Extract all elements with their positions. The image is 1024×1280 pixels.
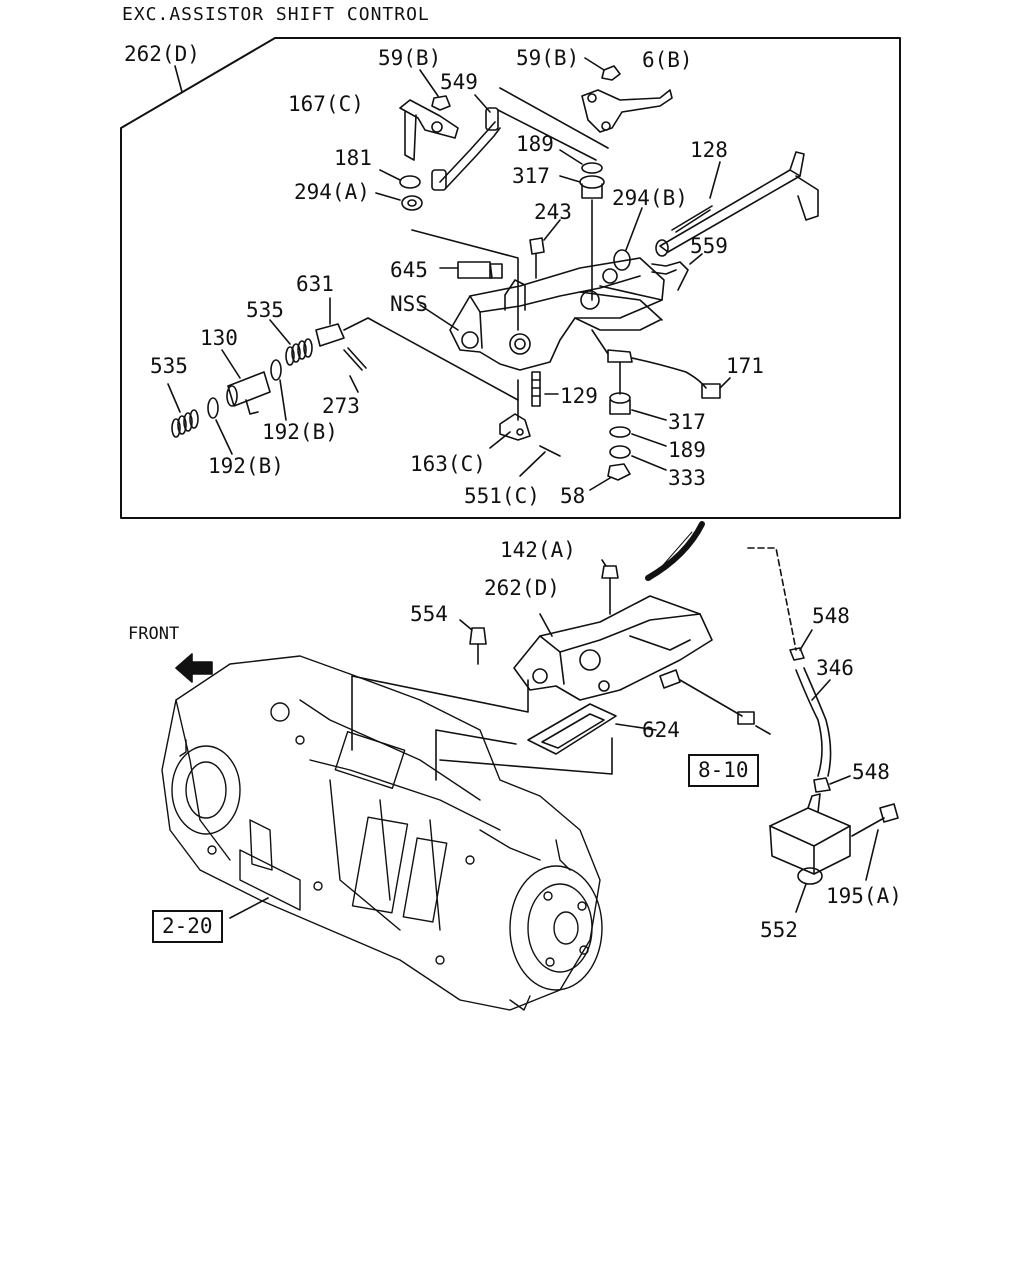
bolt-243 bbox=[529, 219, 561, 279]
oring-189-bottom bbox=[609, 426, 631, 438]
callout-130: 130 bbox=[200, 326, 238, 350]
bracket-552 bbox=[769, 793, 851, 913]
nut-59b-right bbox=[584, 57, 621, 81]
switch-645 bbox=[439, 261, 503, 279]
callout-535-lower: 535 bbox=[150, 354, 188, 378]
bushing-294a bbox=[401, 195, 423, 211]
callout-192b-lower: 192(B) bbox=[208, 454, 284, 478]
sensor-171 bbox=[591, 329, 731, 399]
callout-142a: 142(A) bbox=[500, 538, 576, 562]
callout-333: 333 bbox=[668, 466, 706, 490]
callout-128: 128 bbox=[690, 138, 728, 162]
callout-548-lower: 548 bbox=[852, 760, 890, 784]
bushing-317-top bbox=[579, 175, 605, 199]
rod-549 bbox=[431, 94, 501, 191]
callout-294b: 294(B) bbox=[612, 186, 688, 210]
page-title: EXC.ASSISTOR SHIFT CONTROL bbox=[122, 4, 430, 25]
clip-548-upper bbox=[789, 647, 805, 661]
callout-273: 273 bbox=[322, 394, 360, 418]
callout-58: 58 bbox=[560, 484, 586, 508]
callout-243: 243 bbox=[534, 200, 572, 224]
shift-housing-nss bbox=[449, 257, 665, 371]
washer-181 bbox=[399, 175, 421, 189]
callout-171: 171 bbox=[726, 354, 764, 378]
oring-189-top bbox=[581, 162, 603, 174]
pin-273 bbox=[343, 347, 367, 393]
callout-192b-upper: 192(B) bbox=[262, 420, 338, 444]
callout-631: 631 bbox=[296, 272, 334, 296]
callout-59b-right: 59(B) bbox=[516, 46, 580, 70]
piston-130 bbox=[221, 349, 271, 415]
callout-nss: NSS bbox=[390, 292, 428, 316]
bolt-142a bbox=[601, 559, 619, 615]
transmission-assembly bbox=[161, 655, 603, 1011]
callout-262d-top: 262(D) bbox=[124, 42, 200, 66]
lever-163c bbox=[489, 413, 531, 449]
callout-189-bottom: 189 bbox=[668, 438, 706, 462]
callout-551c: 551(C) bbox=[464, 484, 540, 508]
callout-317-bottom: 317 bbox=[668, 410, 706, 434]
callout-317-top: 317 bbox=[512, 164, 550, 188]
callout-554: 554 bbox=[410, 602, 448, 626]
bracket-167c bbox=[399, 99, 459, 161]
front-arrow-icon bbox=[175, 653, 213, 683]
nut-59b-left bbox=[419, 69, 451, 111]
bushing-317-bottom bbox=[609, 392, 667, 421]
spring-535-lower bbox=[167, 383, 199, 438]
washer-192b-upper bbox=[270, 359, 282, 381]
pin-551c bbox=[519, 445, 561, 477]
callout-262d-bottom: 262(D) bbox=[484, 576, 560, 600]
bolt-554 bbox=[459, 619, 487, 665]
shift-housing-assembly bbox=[513, 595, 713, 701]
callout-549: 549 bbox=[440, 70, 478, 94]
spring-129 bbox=[531, 371, 559, 407]
ref-box-2-20[interactable]: 2-20 bbox=[152, 910, 223, 943]
callout-181: 181 bbox=[334, 146, 372, 170]
nut-58 bbox=[607, 463, 631, 481]
fitting-559 bbox=[651, 253, 703, 291]
block-631 bbox=[315, 297, 519, 401]
callout-129: 129 bbox=[560, 384, 598, 408]
callout-294a: 294(A) bbox=[294, 180, 370, 204]
connector-8-10 bbox=[737, 711, 755, 725]
washer-333 bbox=[609, 445, 631, 459]
callout-535-upper: 535 bbox=[246, 298, 284, 322]
spring-535-upper bbox=[269, 319, 313, 366]
clip-548-lower bbox=[813, 775, 851, 793]
callout-552: 552 bbox=[760, 918, 798, 942]
callout-346: 346 bbox=[816, 656, 854, 680]
callout-189-top: 189 bbox=[516, 132, 554, 156]
hose-346 bbox=[795, 667, 832, 777]
detail-panel-border bbox=[120, 37, 901, 519]
callout-195a: 195(A) bbox=[826, 884, 902, 908]
washer-192b-lower bbox=[207, 397, 219, 419]
callout-645: 645 bbox=[390, 258, 428, 282]
shaft-128 bbox=[655, 151, 819, 257]
callout-548-upper: 548 bbox=[812, 604, 850, 628]
gasket-624 bbox=[527, 703, 657, 755]
front-label: FRONT bbox=[128, 624, 180, 644]
callout-167c: 167(C) bbox=[288, 92, 364, 116]
callout-559: 559 bbox=[690, 234, 728, 258]
lever-6b bbox=[581, 89, 673, 133]
callout-163c: 163(C) bbox=[410, 452, 486, 476]
callout-6b: 6(B) bbox=[642, 48, 693, 72]
callout-59b-left: 59(B) bbox=[378, 46, 442, 70]
callout-624: 624 bbox=[642, 718, 680, 742]
bolt-195a bbox=[851, 803, 899, 881]
ref-box-8-10[interactable]: 8-10 bbox=[688, 754, 759, 787]
